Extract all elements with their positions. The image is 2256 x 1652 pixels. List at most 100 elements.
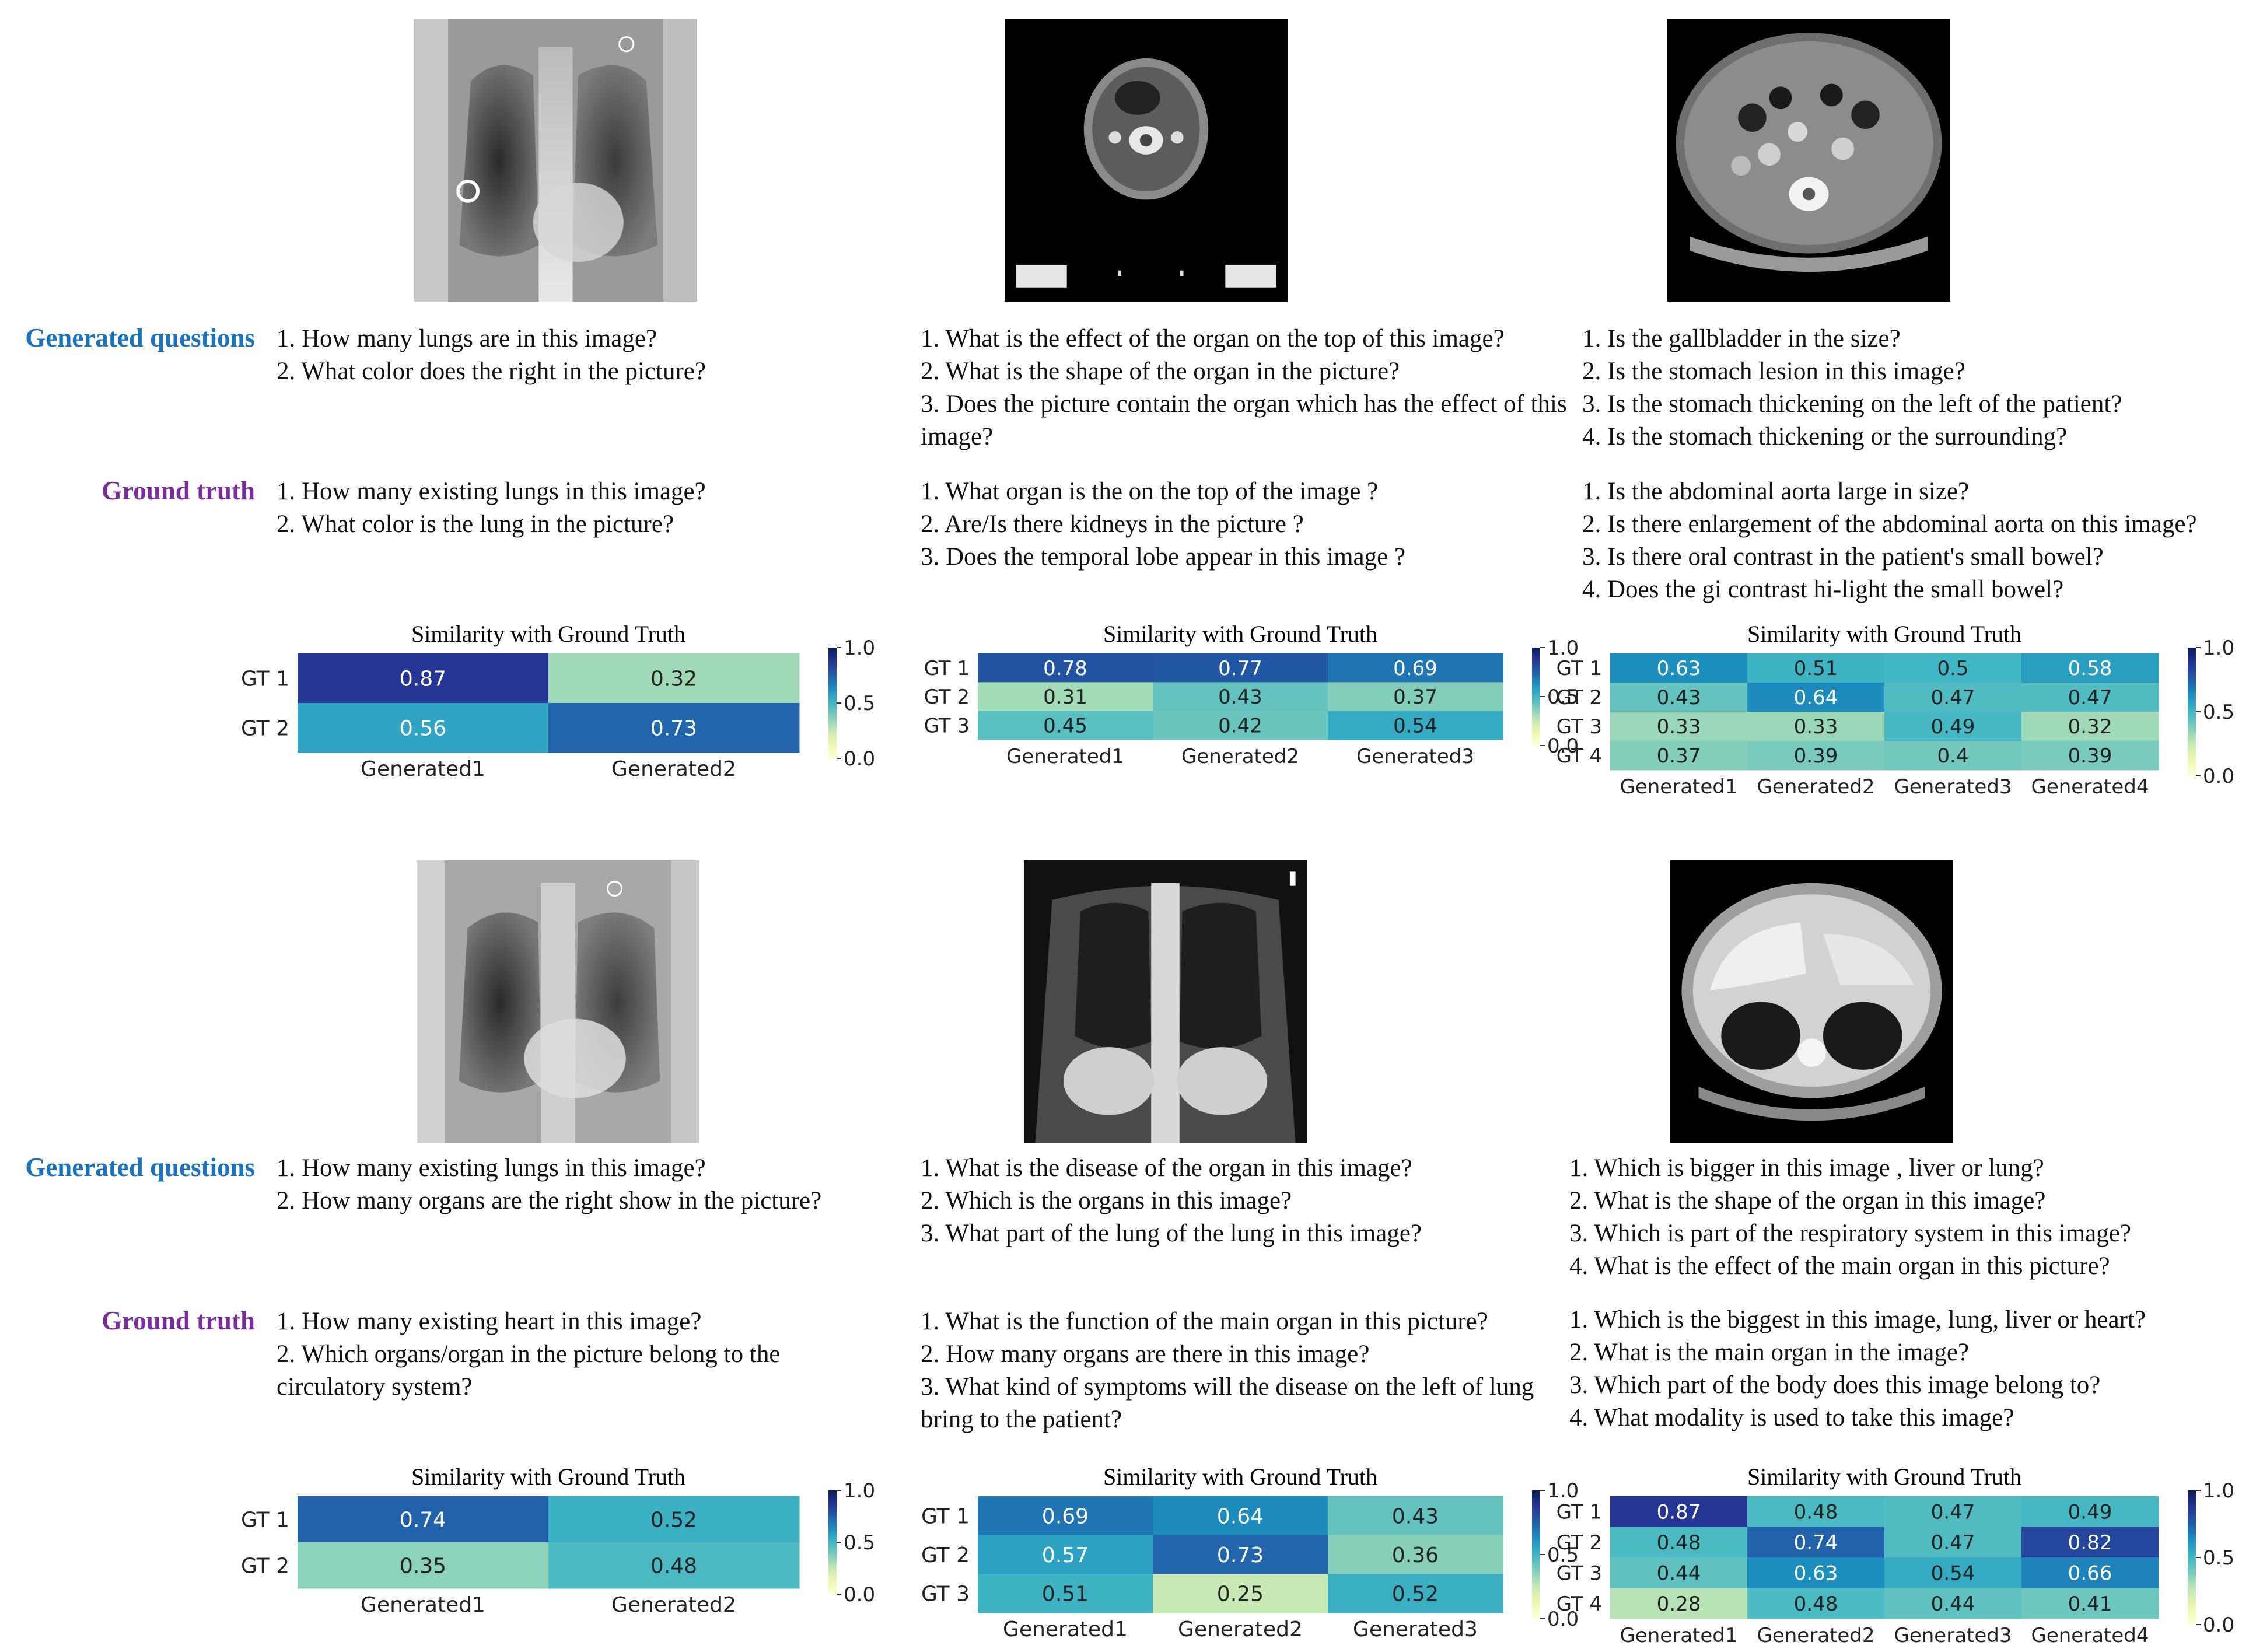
heatmap-x-label: Generated2 <box>611 1593 736 1617</box>
heatmap-cell-label: 0.36 <box>1392 1544 1439 1567</box>
colorbar <box>1532 648 1540 746</box>
heatmap-y-label: GT 3 <box>1557 1562 1602 1585</box>
colorbar-tick-label: 0.5 <box>2203 1546 2234 1570</box>
heatmap-cell <box>1153 710 1328 740</box>
heatmap-x-label: Generated4 <box>2031 1624 2149 1647</box>
heatmap-y-label: GT 1 <box>1557 1500 1602 1524</box>
heatmap-cell <box>2021 1496 2159 1527</box>
panel-3-generated-questions: 1. Is the gallbladder in the size? 2. Is… <box>1582 323 2253 453</box>
question-item: 3. What part of the lung of the lung in … <box>921 1220 1422 1247</box>
heatmap-y-label: GT 1 <box>924 657 970 680</box>
question-item: 2. How many organs are the right show in… <box>277 1187 822 1214</box>
heatmap-cell-label: 0.41 <box>2068 1592 2112 1616</box>
heatmap-cell-label: 0.43 <box>1657 686 1701 709</box>
heatmap-cell-label: 0.48 <box>1794 1500 1838 1524</box>
heatmap-cell-label: 0.66 <box>2068 1562 2112 1585</box>
colorbar-tick-label: 1.0 <box>2203 636 2234 660</box>
heatmap-cell <box>978 1535 1153 1574</box>
chest-xray-icon <box>414 19 697 302</box>
heatmap-title: Similarity with Ground Truth <box>411 621 685 647</box>
panel-2-ground-truth: 1. What organ is the on the top of the i… <box>921 475 1568 573</box>
heatmap-y-label: GT 4 <box>1557 1592 1602 1616</box>
heatmap-y-label: GT 1 <box>1557 657 1602 680</box>
panel-2-generated-questions: 1. What is the effect of the organ on th… <box>921 323 1568 453</box>
heatmap-cell-label: 0.49 <box>2068 1500 2112 1524</box>
heatmap-cell <box>1610 653 1748 683</box>
heatmap-cell <box>1610 712 1748 741</box>
heatmap-y-label: GT 1 <box>241 1508 289 1532</box>
question-item: 2. What is the shape of the organ in the… <box>921 358 1400 385</box>
question-item: 4. What is the effect of the main organ … <box>1569 1252 2110 1280</box>
heatmap-cell-label: 0.44 <box>1931 1592 1975 1616</box>
heatmap-cell <box>978 653 1153 682</box>
ground-truth-label-row-1: Ground truth <box>102 476 255 505</box>
heatmap-cell-label: 0.33 <box>1657 715 1701 738</box>
heatmap-x-label: Generated3 <box>1894 1624 2012 1647</box>
heatmap-cell-label: 0.51 <box>1794 657 1838 680</box>
heatmap-cell-label: 0.35 <box>400 1554 446 1578</box>
heatmap-cell <box>1610 682 1748 712</box>
colorbar-tick-label: 1.0 <box>844 1479 875 1503</box>
heatmap-cell-label: 0.4 <box>1937 744 1968 768</box>
heatmap-cell-label: 0.52 <box>1392 1583 1439 1606</box>
heatmap-cell <box>1153 682 1328 712</box>
question-item: 3. Is the stomach thickening on the left… <box>1582 390 2122 418</box>
heatmap-cell-label: 0.5 <box>1937 657 1968 680</box>
panel-1-generated-questions: 1. How many lungs are in this image? 2. … <box>277 323 895 388</box>
heatmap-cell <box>1610 1588 1748 1619</box>
heatmap-x-label: Generated3 <box>1356 745 1474 768</box>
question-item: 3. What kind of symptoms will the diseas… <box>921 1373 1534 1433</box>
heatmap-x-label: Generated2 <box>611 757 736 781</box>
question-item: 1. What is the effect of the organ on th… <box>921 325 1505 352</box>
colorbar <box>2188 648 2196 776</box>
heatmap-cell <box>1153 1496 1328 1536</box>
heatmap-cell <box>1610 1558 1748 1588</box>
heatmap-cell <box>2021 1558 2159 1588</box>
panel-5-image <box>1024 860 1307 1143</box>
heatmap-cell <box>1747 741 1885 771</box>
heatmap-y-label: GT 4 <box>1557 744 1602 768</box>
heatmap-cell-label: 0.56 <box>400 716 446 740</box>
question-item: 2. Are/Is there kidneys in the picture ? <box>921 510 1304 538</box>
panel-1-ground-truth: 1. How many existing lungs in this image… <box>277 475 895 541</box>
heatmap-cell-label: 0.69 <box>1393 657 1437 680</box>
colorbar <box>2188 1490 2196 1625</box>
heatmap-cell-label: 0.54 <box>1393 715 1437 738</box>
heatmap-cell-label: 0.74 <box>400 1508 446 1532</box>
heatmap-x-label: Generated3 <box>1894 775 2012 799</box>
heatmap-cell <box>1884 653 2022 683</box>
question-item: 1. What is the disease of the organ in t… <box>921 1154 1412 1182</box>
heatmap-cell-label: 0.33 <box>1794 715 1838 738</box>
panel-5-generated-questions: 1. What is the disease of the organ in t… <box>921 1152 1557 1250</box>
heatmap-cell-label: 0.77 <box>1218 657 1262 680</box>
colorbar-tick-label: 1.0 <box>2203 1479 2234 1503</box>
ground-truth-label-row-2: Ground truth <box>102 1306 255 1335</box>
heatmap-cell-label: 0.45 <box>1043 715 1087 738</box>
question-item: 3. Which part of the body does this imag… <box>1569 1371 2101 1399</box>
heatmap-cell-label: 0.73 <box>650 716 697 740</box>
heatmap-x-label: Generated1 <box>1003 1618 1128 1642</box>
question-item: 4. Is the stomach thickening or the surr… <box>1582 423 2068 450</box>
question-item: 2. How many organs are there in this ima… <box>921 1340 1370 1368</box>
heatmap-cell-label: 0.87 <box>1657 1500 1701 1524</box>
panel-6-generated-questions: 1. Which is bigger in this image , liver… <box>1569 1152 2246 1283</box>
panel-5-ground-truth: 1. What is the function of the main orga… <box>921 1306 1557 1436</box>
heatmap-cell-label: 0.87 <box>400 667 446 691</box>
heatmap-cell-label: 0.43 <box>1392 1504 1439 1528</box>
colorbar-tick-label: 1.0 <box>1547 1479 1579 1503</box>
heatmap-y-label: GT 2 <box>921 1544 970 1567</box>
heatmap-cell-label: 0.47 <box>1931 686 1975 709</box>
heatmap-cell <box>1884 1496 2022 1527</box>
generated-questions-label-row-2: Generated questions <box>25 1153 255 1182</box>
heatmap-cell <box>548 703 800 753</box>
question-item: 1. What is the function of the main orga… <box>921 1308 1488 1335</box>
colorbar-tick-label: 0.0 <box>1547 1608 1579 1631</box>
heatmap-cell-label: 0.42 <box>1218 715 1262 738</box>
question-item: 1. How many lungs are in this image? <box>277 325 657 352</box>
heatmap-cell <box>1747 1496 1885 1527</box>
colorbar-tick-label: 0.5 <box>844 692 875 715</box>
head-neck-ct-icon <box>1005 19 1288 302</box>
